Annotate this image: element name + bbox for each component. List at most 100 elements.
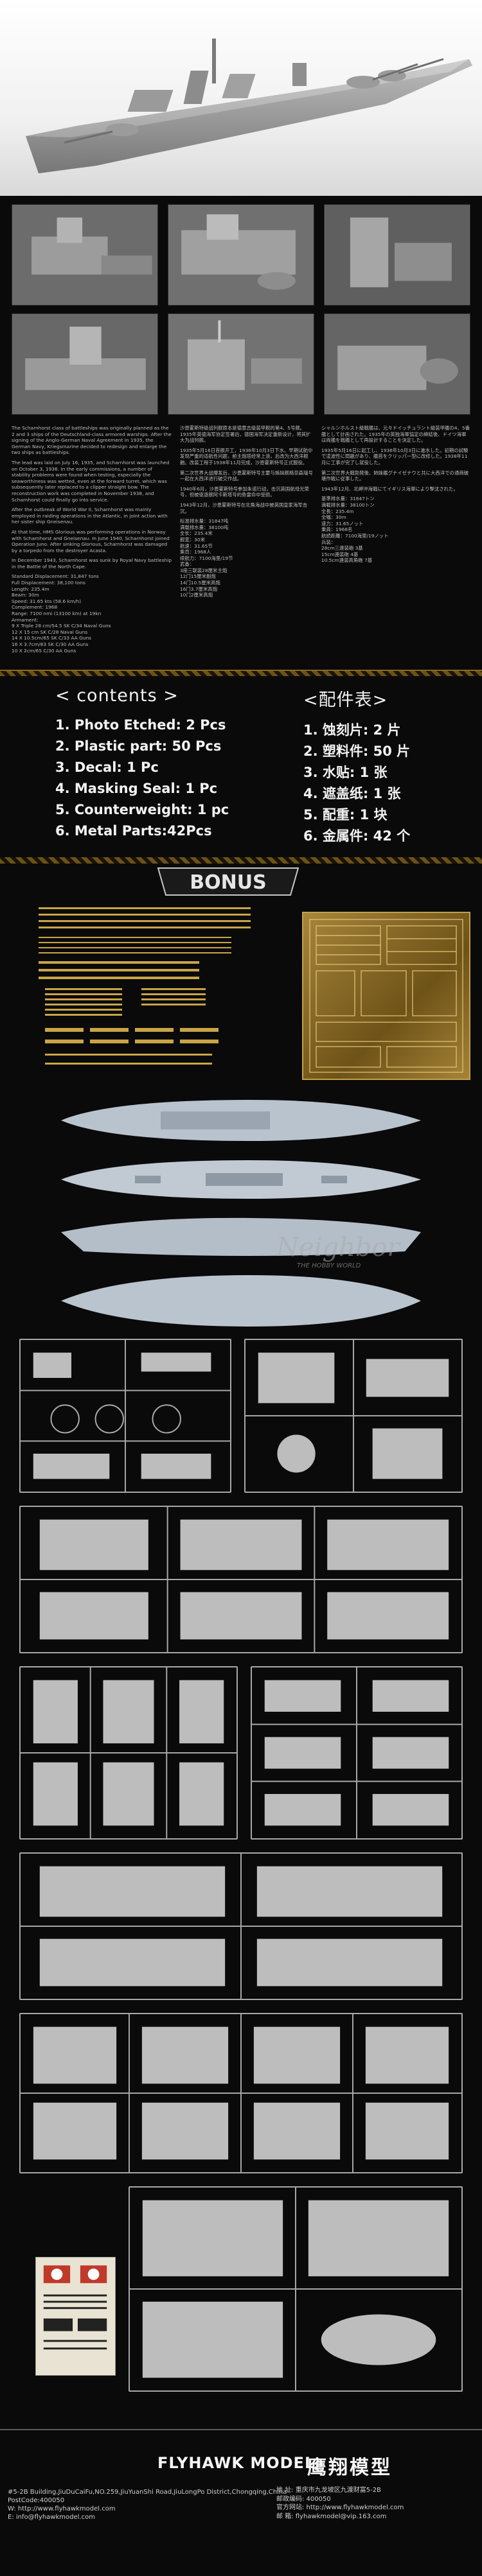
- footer-divider: [0, 2429, 482, 2430]
- spec-line: 续航力：7100海里/19节: [180, 555, 233, 561]
- spec-line: 航速：31.65节: [180, 543, 213, 549]
- contents-chinese: <配件表> 1. 蚀刻片: 2 片 2. 塑料件: 50 片 3. 水贴: 1 …: [303, 686, 410, 847]
- email-line: 邮 箱: flyhawkmodel@vip.163.com: [276, 2512, 387, 2520]
- contents-item: 4. Masking Seal: 1 Pc: [55, 781, 218, 796]
- spec-line: 速力：31.65ノット: [321, 520, 364, 527]
- spec-line: 乘员：1968人: [180, 549, 211, 555]
- hull-parts: [58, 1095, 424, 1332]
- contents-list: 1. 蚀刻片: 2 片 2. 塑料件: 50 片 3. 水贴: 1 张 4. 遮…: [303, 720, 410, 847]
- website-line: W: http://www.flyhawkmodel.com: [8, 2505, 116, 2512]
- metal-barrels-illustration: [39, 907, 251, 1065]
- contents-item: 1. Photo Etched: 2 Pcs: [55, 717, 226, 733]
- spec-line: Speed: 31.65 kts (58.6 km/h): [12, 598, 82, 604]
- spec-line: 基準排水量：31847トン: [321, 496, 375, 502]
- contents-item: 5. 配重: 1 块: [303, 807, 388, 822]
- spec-line: 10门2厘米高炮: [180, 592, 213, 598]
- website-line: 官方网站: http://www.flyhawkmodel.com: [276, 2504, 404, 2512]
- spec-line: 标准排水量：31847吨: [180, 518, 229, 525]
- spec-line: 10 X 2cm/65 C/30 AA Guns: [12, 647, 76, 654]
- detail-photo-1: [12, 204, 158, 306]
- description-chinese: 沙恩霍斯特级战列舰原本是德意志级装甲舰的第4、5号舰。1935年英德海军协定签署…: [180, 425, 315, 666]
- footer-contact-english: #5-2B Building,JiuDuCaiFu,NO.259,JiuYuan…: [8, 2488, 287, 2521]
- brand-name-chinese: 鹰翔模型: [307, 2457, 392, 2479]
- spec-line: 武备：: [180, 561, 195, 568]
- jp-paragraph: シャルンホルスト級戦艦は、元々ドイッチュラント級装甲艦の4、5番艦として計画され…: [321, 425, 470, 444]
- spec-line: 12门15厘米副炮: [180, 573, 216, 580]
- cn-paragraph: 1935年5月16日首舰开工，1936年10月3日下水。早期试航中发现严重的适航…: [180, 447, 313, 466]
- spec-line: 10.5cm連装高角砲 7基: [321, 557, 373, 564]
- cn-paragraph: 1940年6月，沙恩霍斯特号参加朱诺行动，击沉英国航母光荣号，但被驱逐舰阿卡斯塔…: [180, 485, 309, 498]
- bottom-hazard-stripe: [0, 857, 482, 864]
- spec-line: 舰宽：30米: [180, 536, 205, 543]
- decal-sheet: [35, 2257, 116, 2376]
- ship-model-illustration: [26, 39, 472, 173]
- contents-item: 6. 金属件: 42 个: [303, 828, 411, 844]
- spec-line: 16 X 3.7cm/83 SK C/30 AA Guns: [12, 641, 89, 647]
- contents-title: < contents >: [55, 686, 179, 706]
- spec-line: Standard Displacement: 31,847 tons: [12, 573, 99, 580]
- en-spec-list: Standard Displacement: 31,847 tons Full …: [12, 573, 172, 654]
- jp-paragraph: 第二次世界大戦勃発後、姉妹艦グナイゼナウと共に大西洋での通商破壊作戦に従事した。: [321, 469, 469, 482]
- sprue-frame-c: [19, 1506, 463, 1653]
- bonus-title: BONUS: [154, 866, 302, 898]
- spec-line: 14门10.5厘米高炮: [180, 580, 220, 586]
- contents-item: 2. Plastic part: 50 Pcs: [55, 738, 222, 754]
- contents-title: <配件表>: [303, 690, 388, 710]
- email-line: E: info@flyhawkmodel.com: [8, 2514, 95, 2521]
- en-paragraph: After the outbreak of World War II, Scha…: [12, 507, 168, 525]
- postcode-line: PostCode:400050: [8, 2497, 65, 2504]
- photo-etch-parts: [39, 902, 450, 1082]
- contents-item: 2. 塑料件: 50 片: [303, 744, 411, 759]
- spec-line: 满载排水量：38100吨: [180, 524, 229, 530]
- contents-item: 1. 蚀刻片: 2 片: [303, 722, 401, 738]
- brand-name-english: FLYHAWK MODEL: [157, 2454, 316, 2472]
- spec-line: 兵装：: [321, 539, 336, 545]
- detail-photo-2: [168, 204, 314, 306]
- address-line: 地 址: 重庆市九龙坡区九渡财富5-2B: [276, 2487, 381, 2494]
- spec-line: Complement: 1968: [12, 604, 58, 611]
- jp-spec-list: 基準排水量：31847トン 満載排水量：38100トン 全長：235.4m 全幅…: [321, 496, 470, 564]
- detail-photo-grid: [12, 204, 470, 416]
- spec-line: Range: 7100 nmi (13100 km) at 19kn: [12, 611, 102, 617]
- en-paragraph: At that time, HMS Glorious was performin…: [12, 528, 170, 553]
- spec-line: 全幅：30m: [321, 514, 346, 521]
- spec-line: Beam: 30m: [12, 592, 39, 598]
- en-paragraph: In December 1943, Scharnhorst was sunk b…: [12, 557, 172, 570]
- spec-line: 9 X Triple 28 cm/54.5 SK C/34 Naval Guns: [12, 623, 111, 629]
- sprue-frame-h: [129, 2186, 463, 2392]
- spec-line: 全长：235.4米: [180, 530, 213, 537]
- cn-paragraph: 1943年12月，沙恩霍斯特号在北角海战中被英国皇家海军击沉。: [180, 501, 308, 514]
- description-japanese: シャルンホルスト級戦艦は、元々ドイッチュラント級装甲艦の4、5番艦として計画され…: [321, 425, 470, 666]
- sprue-frame-d: [19, 1666, 238, 1840]
- spec-line: 航続距離：7100海里/19ノット: [321, 532, 389, 539]
- photo-etch-fret: [302, 912, 470, 1080]
- top-hazard-stripe: [0, 670, 482, 676]
- jp-paragraph: 1943年12月、北岬沖海戦にてイギリス海軍により撃沈された。: [321, 485, 458, 492]
- sprue-frame-f: [19, 1852, 463, 2000]
- contents-item: 3. 水贴: 1 张: [303, 765, 388, 780]
- bonus-label: BONUS: [190, 871, 266, 894]
- jp-paragraph: 1935年5月16日に起工し、1936年10月3日に進水した。初期の試験で凌波性…: [321, 447, 469, 466]
- spec-line: Full Displacement: 38,100 tons: [12, 580, 85, 586]
- footer-contact-chinese: 地 址: 重庆市九龙坡区九渡财富5-2B 邮政编码: 400050 官方网站: …: [276, 2486, 476, 2521]
- postcode-line: 邮政编码: 400050: [276, 2495, 331, 2503]
- contents-list: 1. Photo Etched: 2 Pcs 2. Plastic part: …: [55, 715, 229, 842]
- cn-paragraph: 第二次世界大战爆发后，沙恩霍斯特号主要与姊妹舰格奈森瑙号一起在大西洋进行破交作战…: [180, 469, 313, 482]
- cn-spec-list: 标准排水量：31847吨 满载排水量：38100吨 全长：235.4米 舰宽：3…: [180, 518, 315, 598]
- sprue-frame-b: [244, 1339, 463, 1493]
- detail-photo-5: [168, 313, 314, 415]
- hero-ship-render: [0, 0, 482, 196]
- spec-line: 15cm連装砲 4基: [321, 551, 359, 557]
- plastic-sprues: [19, 1339, 463, 2398]
- contents-english: < contents > 1. Photo Etched: 2 Pcs 2. P…: [55, 686, 229, 842]
- spec-line: 3座三联装28厘米主炮: [180, 567, 228, 573]
- en-paragraph: The lead was laid on July 16, 1935, and …: [12, 459, 170, 503]
- watermark-subtitle: THE HOBBY WORLD: [297, 1262, 361, 1269]
- spec-line: Length: 235.4m: [12, 586, 49, 592]
- sprue-frame-a: [19, 1339, 231, 1493]
- spec-line: 16门3.7厘米高炮: [180, 586, 218, 592]
- watermark-text: Neighbor: [276, 1233, 400, 1262]
- cn-paragraph: 沙恩霍斯特级战列舰原本是德意志级装甲舰的第4、5号舰。1935年英德海军协定签署…: [180, 425, 311, 444]
- spec-line: 14 X 10.5cm/65 SK C/33 AA Guns: [12, 635, 92, 641]
- spec-line: 全長：235.4m: [321, 508, 354, 514]
